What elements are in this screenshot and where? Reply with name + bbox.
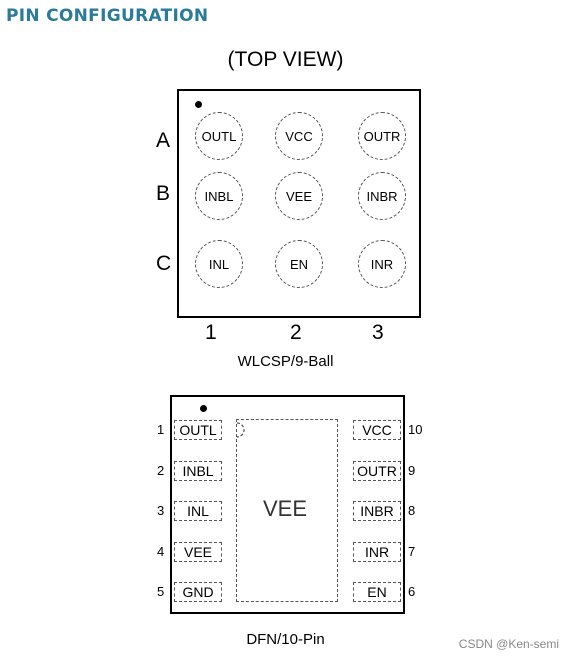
pin-10-pad: VCC [353,420,401,440]
ball-b3: INBR [358,172,406,220]
wlcsp-package-body: OUTL VCC OUTR INBL VEE INBR INL EN INR [177,89,421,318]
pin-2-pad: INBL [174,461,222,481]
ball-c3: INR [358,240,406,288]
pin-4-pad: VEE [174,542,222,562]
pin-number-9: 9 [408,463,416,478]
col-label-3: 3 [372,321,384,344]
col-label-2: 2 [290,321,302,344]
pin-number-7: 7 [408,544,416,559]
pin-number-5: 5 [157,584,165,599]
dfn-package-body: VEE OUTL INBL INL VEE GND VCC OUTR INBR … [170,395,405,614]
row-label-b: B [156,182,171,205]
pin-number-3: 3 [157,503,165,518]
exposed-pad: VEE [236,419,338,602]
pin-number-1: 1 [157,422,165,437]
pin-7-pad: INR [353,542,401,562]
pin-number-6: 6 [408,584,416,599]
top-view-label: (TOP VIEW) [227,48,344,71]
wlcsp-caption: WLCSP/9-Ball [237,353,334,370]
ball-b2: VEE [275,172,323,220]
pin1-marker-dot [200,405,207,412]
ball-c1: INL [195,240,243,288]
section-heading: PIN CONFIGURATION [6,6,209,26]
dfn-caption: DFN/10-Pin [246,631,325,648]
pin-5-pad: GND [174,582,222,602]
pin-8-pad: INBR [353,501,401,521]
pin-number-2: 2 [157,463,165,478]
row-label-a: A [156,129,171,152]
pin-1-pad: OUTL [174,420,222,440]
pin1-marker-dot [195,101,202,108]
pad-notch-icon [236,422,245,438]
watermark: CSDN @Ken-semi [458,637,559,651]
pin-9-pad: OUTR [353,461,401,481]
pin-3-pad: INL [174,501,222,521]
ball-a3: OUTR [358,112,406,160]
pin-number-8: 8 [408,503,416,518]
col-label-1: 1 [205,321,217,344]
ball-a1: OUTL [195,112,243,160]
ball-c2: EN [275,240,323,288]
pin-number-10: 10 [408,422,423,437]
pin-number-4: 4 [157,544,165,559]
pin-6-pad: EN [353,582,401,602]
ball-b1: INBL [195,172,243,220]
exposed-pad-label: VEE [263,496,308,521]
ball-a2: VCC [275,112,323,160]
row-label-c: C [156,252,172,275]
